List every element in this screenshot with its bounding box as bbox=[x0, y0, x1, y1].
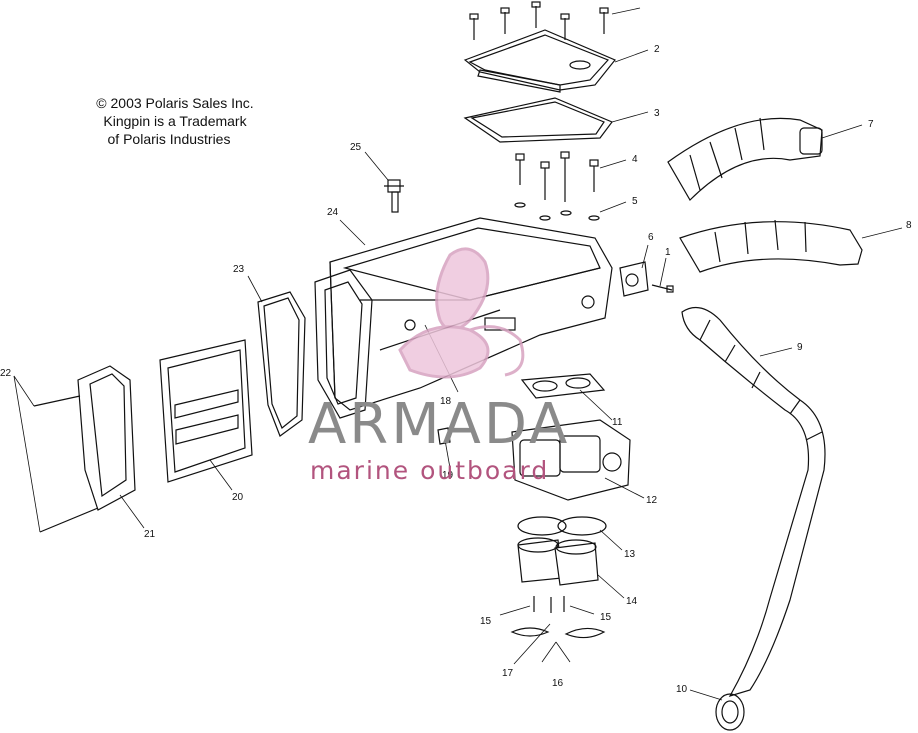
callout-24: 24 bbox=[327, 207, 339, 218]
part-hose-long bbox=[681, 306, 826, 731]
callout-15b: 15 bbox=[600, 612, 612, 623]
part-clamps bbox=[510, 596, 606, 639]
watermark-emblem bbox=[398, 247, 525, 379]
part-filter-gasket bbox=[257, 291, 306, 437]
part-filter-cover bbox=[33, 365, 136, 533]
part-gasket-throttle bbox=[520, 373, 606, 399]
part-seal-plates bbox=[517, 516, 607, 536]
callout-22: 22 bbox=[0, 368, 12, 379]
callout-14: 14 bbox=[626, 596, 638, 607]
part-hose-middle bbox=[679, 219, 863, 273]
part-bolts bbox=[514, 151, 600, 221]
part-adapter-boots bbox=[517, 537, 599, 586]
part-hose-upper bbox=[667, 117, 823, 201]
copyright-line-1: © 2003 Polaris Sales Inc. bbox=[96, 95, 254, 111]
part-cover-plate bbox=[463, 29, 616, 93]
part-throttle-body bbox=[511, 419, 631, 501]
callout-25: 25 bbox=[350, 142, 362, 153]
copyright-notice: © 2003 Polaris Sales Inc. Kingpin is a T… bbox=[80, 94, 270, 148]
callout-23: 23 bbox=[233, 264, 245, 275]
part-airbox-face bbox=[314, 269, 373, 419]
callout-19: 19 bbox=[442, 470, 454, 481]
watermark-title: ARMADA bbox=[308, 392, 571, 457]
callout-1: 1 bbox=[665, 247, 671, 258]
copyright-line-3: of Polaris Industries bbox=[107, 131, 231, 147]
callout-17: 17 bbox=[502, 668, 514, 679]
callout-15a: 15 bbox=[480, 616, 492, 627]
watermark-subtitle: marine outboard bbox=[310, 456, 550, 485]
part-cover-screws bbox=[469, 1, 609, 40]
callout-9: 9 bbox=[797, 342, 803, 353]
part-gasket-upper bbox=[463, 97, 613, 143]
callout-13: 13 bbox=[624, 549, 636, 560]
copyright-line-2: Kingpin is a Trademark bbox=[103, 113, 247, 129]
callout-3: 3 bbox=[654, 108, 660, 119]
part-breather-fitting bbox=[384, 179, 404, 213]
callout-12: 12 bbox=[646, 495, 658, 506]
callout-5: 5 bbox=[632, 196, 638, 207]
callout-20: 20 bbox=[232, 492, 244, 503]
part-air-filter bbox=[159, 339, 253, 483]
callout-10: 10 bbox=[676, 684, 688, 695]
callout-2: 2 bbox=[654, 44, 660, 55]
callout-18: 18 bbox=[440, 396, 452, 407]
callout-21: 21 bbox=[144, 529, 156, 540]
part-drain-plug bbox=[437, 427, 451, 445]
callout-7: 7 bbox=[868, 119, 874, 130]
callout-4: 4 bbox=[632, 154, 638, 165]
callout-16: 16 bbox=[552, 678, 564, 689]
callout-labels: 1 2 3 4 5 6 7 8 9 10 11 12 13 14 15 15 1… bbox=[0, 44, 912, 695]
callout-6: 6 bbox=[648, 232, 654, 243]
part-sensor bbox=[619, 261, 674, 297]
callout-11: 11 bbox=[612, 417, 623, 428]
callout-8: 8 bbox=[906, 220, 912, 231]
